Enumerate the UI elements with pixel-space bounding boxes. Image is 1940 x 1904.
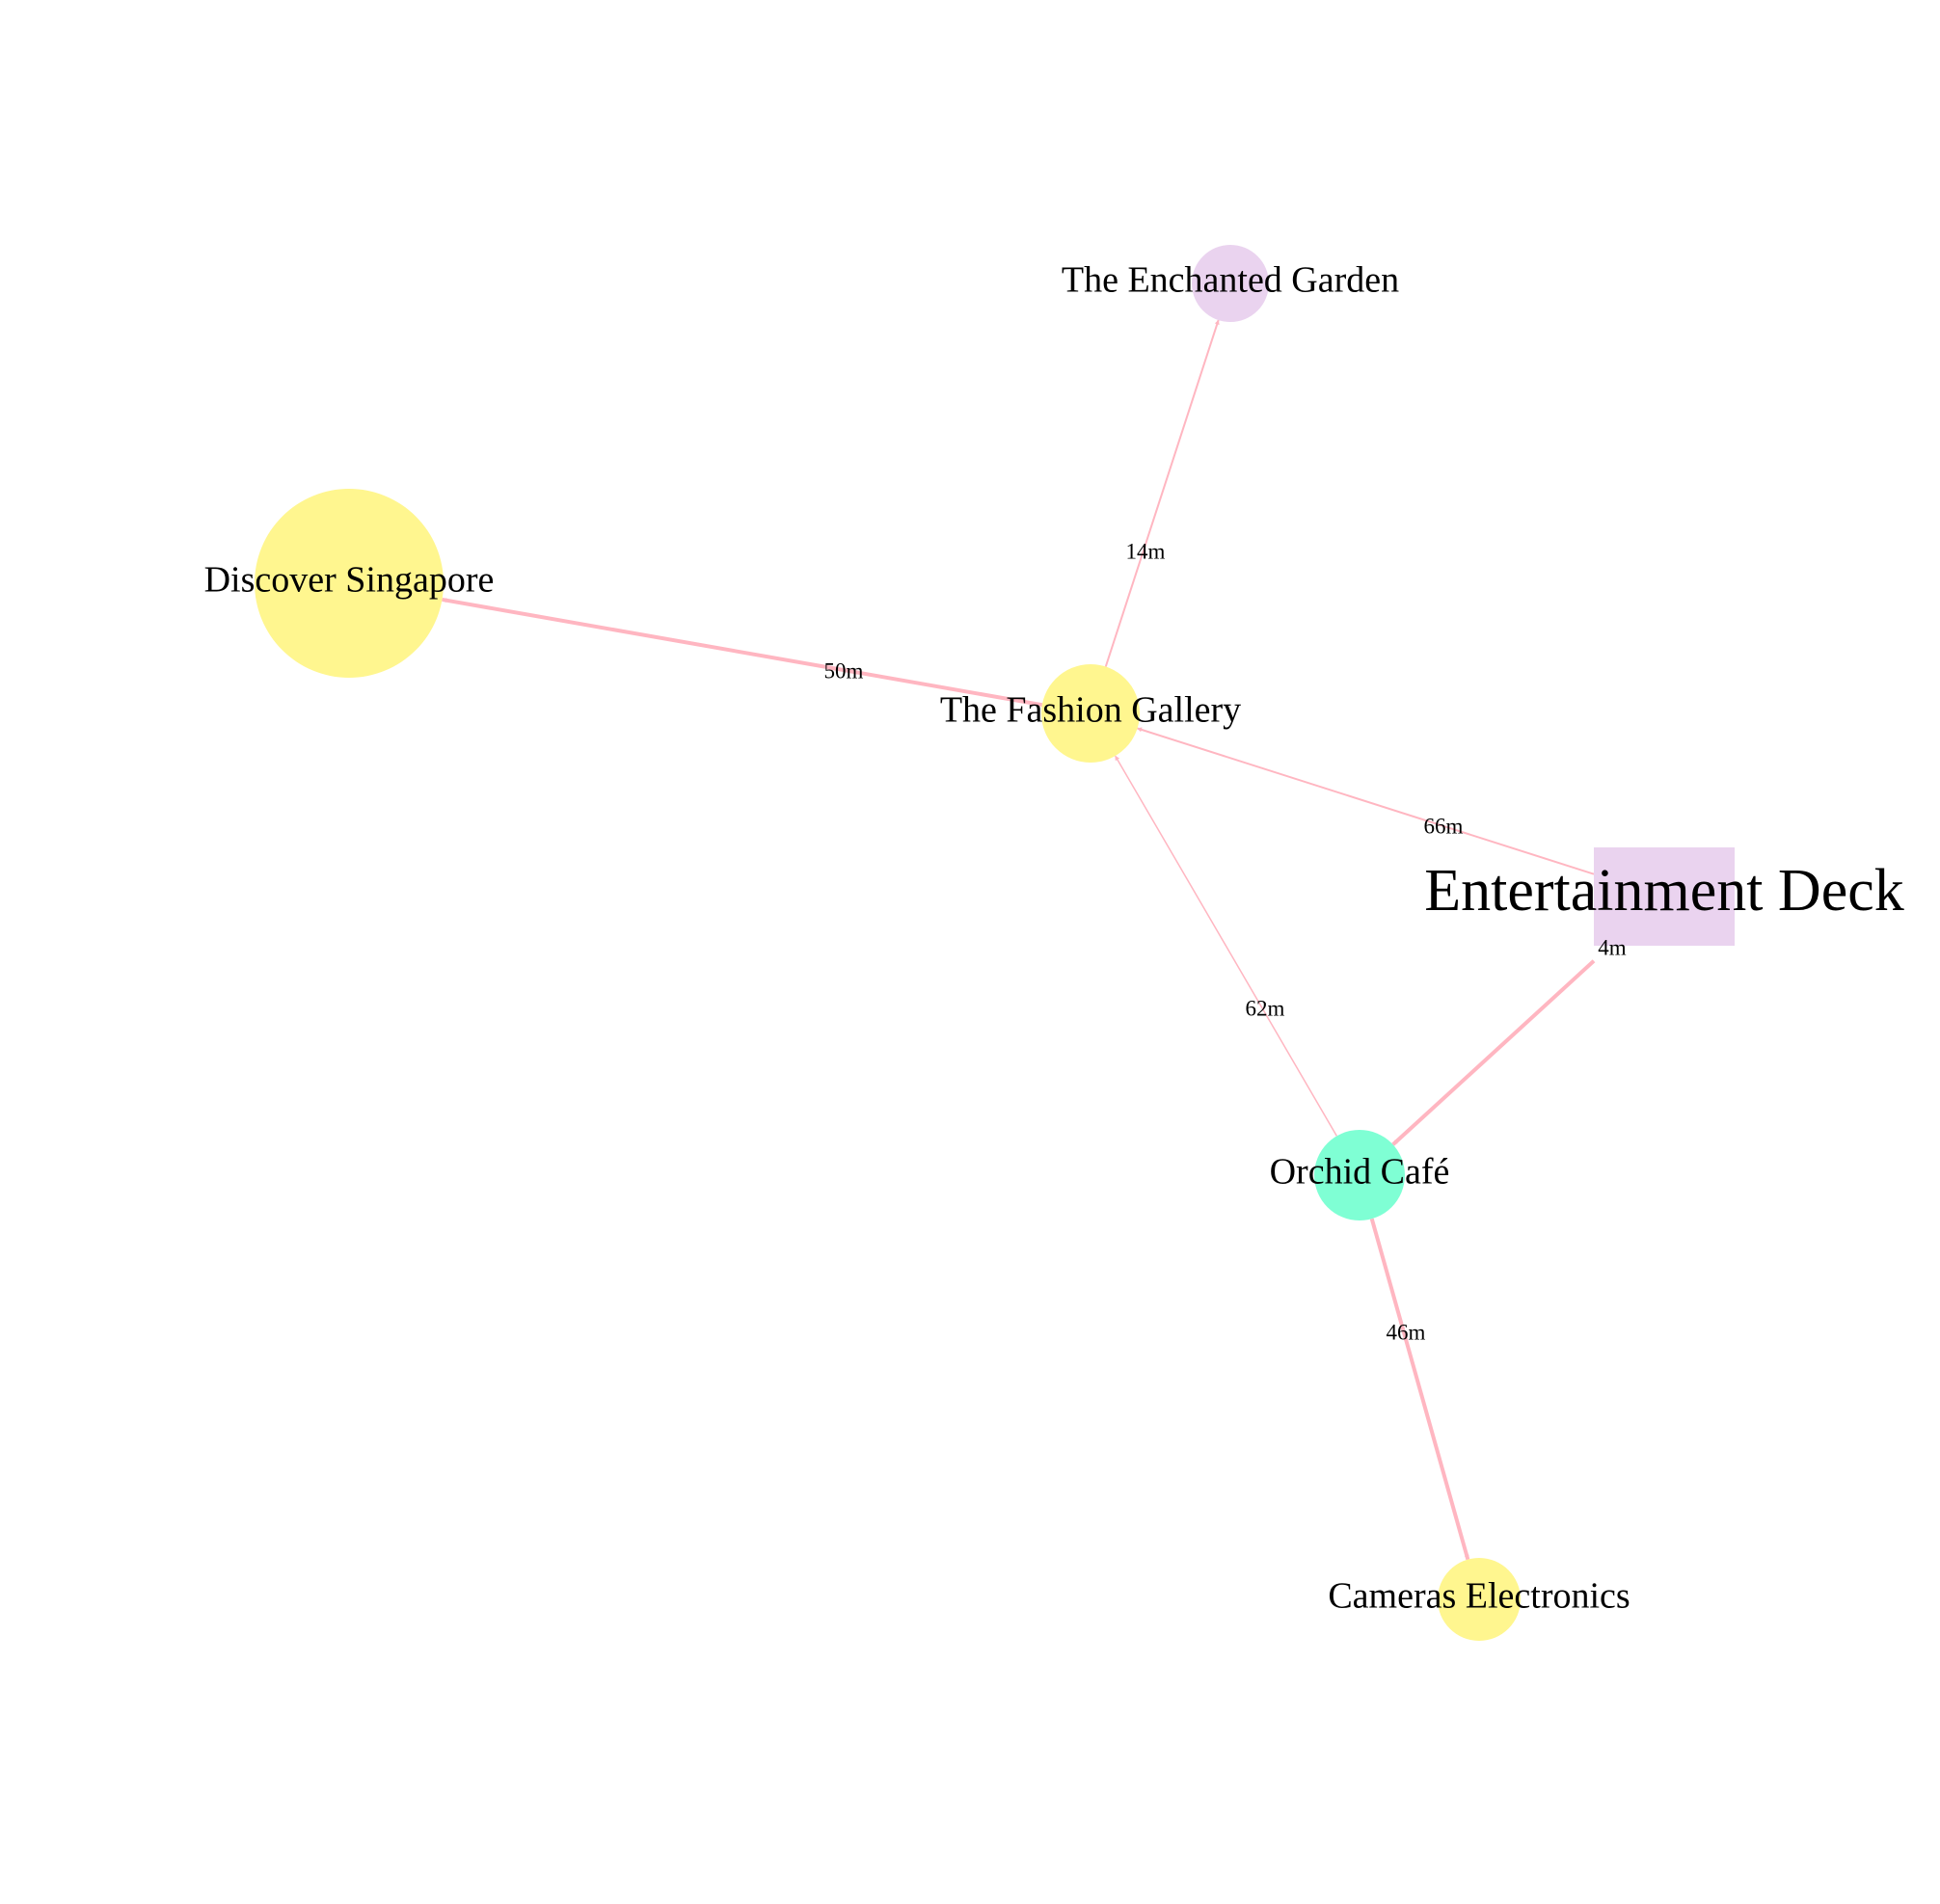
edge-label-orchid-to-fashion: 62m (1246, 996, 1285, 1020)
node-label-cameras: Cameras Electronics (1328, 1576, 1630, 1617)
node-fashion[interactable] (1041, 664, 1140, 763)
nodes-layer (255, 245, 1735, 1641)
edge-orchid-to-fashion (1115, 755, 1337, 1137)
node-enchanted[interactable] (1192, 245, 1269, 322)
node-label-discover: Discover Singapore (204, 560, 495, 601)
node-cameras[interactable] (1438, 1558, 1521, 1641)
node-orchid[interactable] (1314, 1130, 1405, 1220)
node-label-entertainment: Entertainment Deck (1424, 858, 1904, 924)
edge-orchid-to-cameras (1369, 1218, 1470, 1561)
edges-layer (442, 319, 1596, 1561)
edge-entertainment-to-orchid (1391, 959, 1596, 1146)
node-entertainment[interactable] (1594, 847, 1735, 946)
node-label-enchanted: The Enchanted Garden (1062, 260, 1399, 301)
node-discover[interactable] (255, 489, 444, 678)
edge-label-entertainment-to-fashion: 66m (1424, 814, 1464, 838)
edge-label-entertainment-to-orchid: 4m (1598, 935, 1627, 959)
labels-layer: 14m 50m 66m 62m 4m 46m The Enchanted GardenDis… (204, 260, 1904, 1617)
edge-fashion-to-enchanted (1104, 319, 1220, 667)
edge-fashion-to-discover (442, 597, 1043, 708)
edge-entertainment-to-fashion (1137, 727, 1595, 875)
edge-label-orchid-to-cameras: 46m (1387, 1320, 1426, 1344)
edge-label-fashion-to-enchanted: 14m (1126, 539, 1166, 563)
node-label-fashion: The Fashion Gallery (940, 690, 1241, 731)
node-label-orchid: Orchid Café (1270, 1152, 1450, 1193)
edge-label-fashion-to-discover: 50m (824, 658, 864, 683)
